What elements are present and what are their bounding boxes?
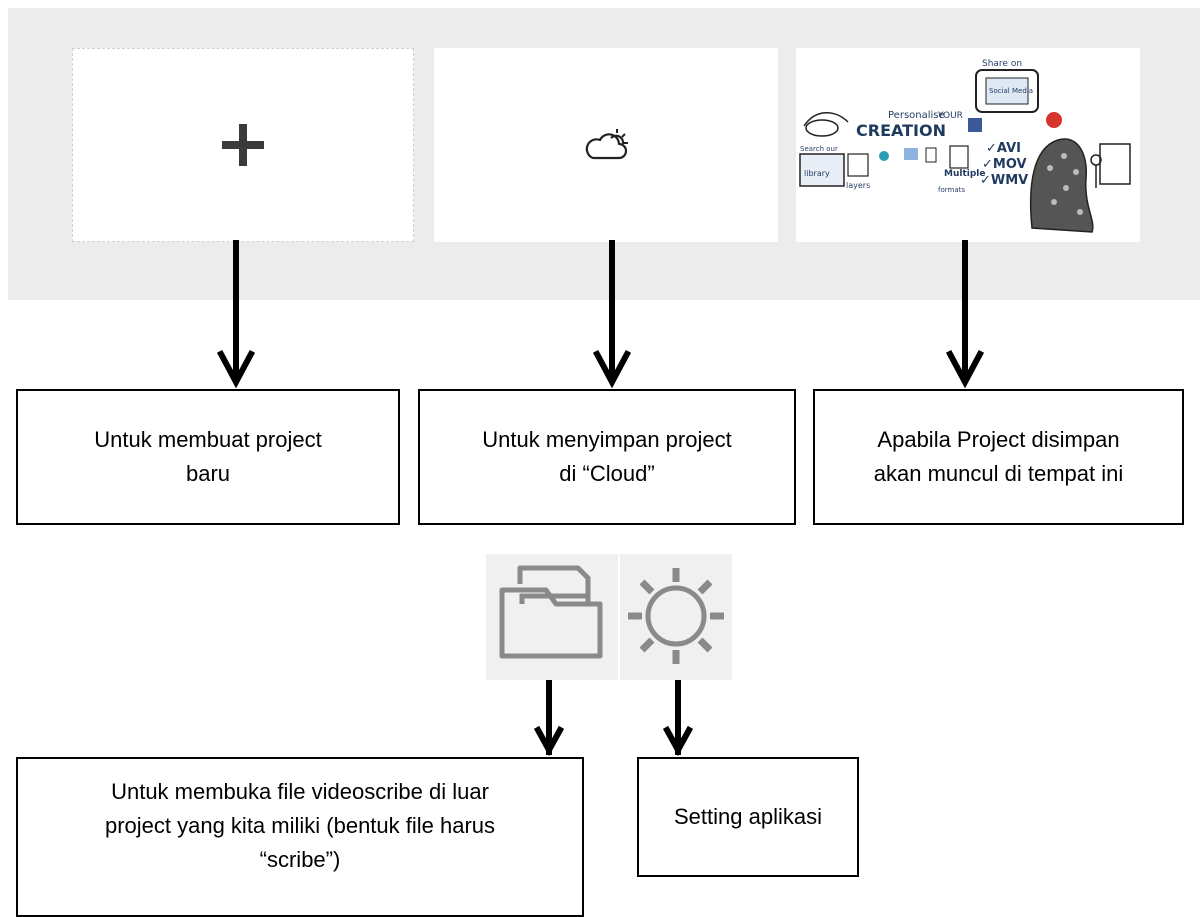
formats-label: formats [938, 186, 965, 194]
cloud-sun-icon [585, 129, 628, 160]
social-media-label: Social Media [989, 87, 1033, 95]
folder-icon [499, 565, 603, 659]
your-label: YOUR [937, 111, 963, 121]
caption-settings-text: Setting aplikasi [674, 804, 822, 829]
caption-saved-projects: Apabila Project disimpan akan muncul di … [813, 389, 1184, 525]
plus-icon [222, 124, 264, 166]
project-thumbnail-sketch: Share on Social Media Personalise YOUR C… [799, 59, 1131, 233]
arrowhead-new-project [216, 349, 256, 389]
saved-project-thumbnail[interactable]: Share on Social Media Personalise YOUR C… [796, 48, 1140, 242]
wmv-label: ✓WMV [980, 173, 1028, 188]
caption-open-file: Untuk membuka file videoscribe di luar p… [16, 757, 584, 917]
caption-new-project: Untuk membuat project baru [16, 389, 400, 525]
avi-label: ✓AVI [986, 141, 1021, 156]
mov-label: ✓MOV [982, 157, 1027, 172]
creation-label: CREATION [856, 121, 946, 140]
arrowhead-cloud [592, 349, 632, 389]
new-project-tile[interactable] [72, 48, 414, 242]
caption-cloud: Untuk menyimpan project di “Cloud” [418, 389, 796, 525]
caption-settings: Setting aplikasi [637, 757, 859, 877]
multiple-label: Multiple [944, 169, 985, 179]
arrowhead-folder [533, 725, 565, 757]
arrowhead-gear [662, 725, 694, 757]
personalise-label: Personalise [888, 110, 945, 121]
layers-label: layers [846, 181, 870, 190]
cloud-tile[interactable] [434, 48, 778, 242]
caption-open-file-text: Untuk membuka file videoscribe di luar p… [104, 779, 496, 872]
settings-button[interactable] [620, 554, 732, 680]
caption-cloud-text: Untuk menyimpan project di “Cloud” [482, 427, 732, 486]
share-on-label: Share on [982, 59, 1022, 69]
caption-new-project-text: Untuk membuat project baru [94, 427, 322, 486]
arrowhead-saved-project [945, 349, 985, 389]
gear-icon [628, 568, 724, 664]
library-label: library [804, 169, 830, 178]
search-our-label: Search our [800, 145, 838, 153]
open-file-button[interactable] [486, 554, 618, 680]
caption-saved-projects-text: Apabila Project disimpan akan muncul di … [873, 427, 1124, 486]
